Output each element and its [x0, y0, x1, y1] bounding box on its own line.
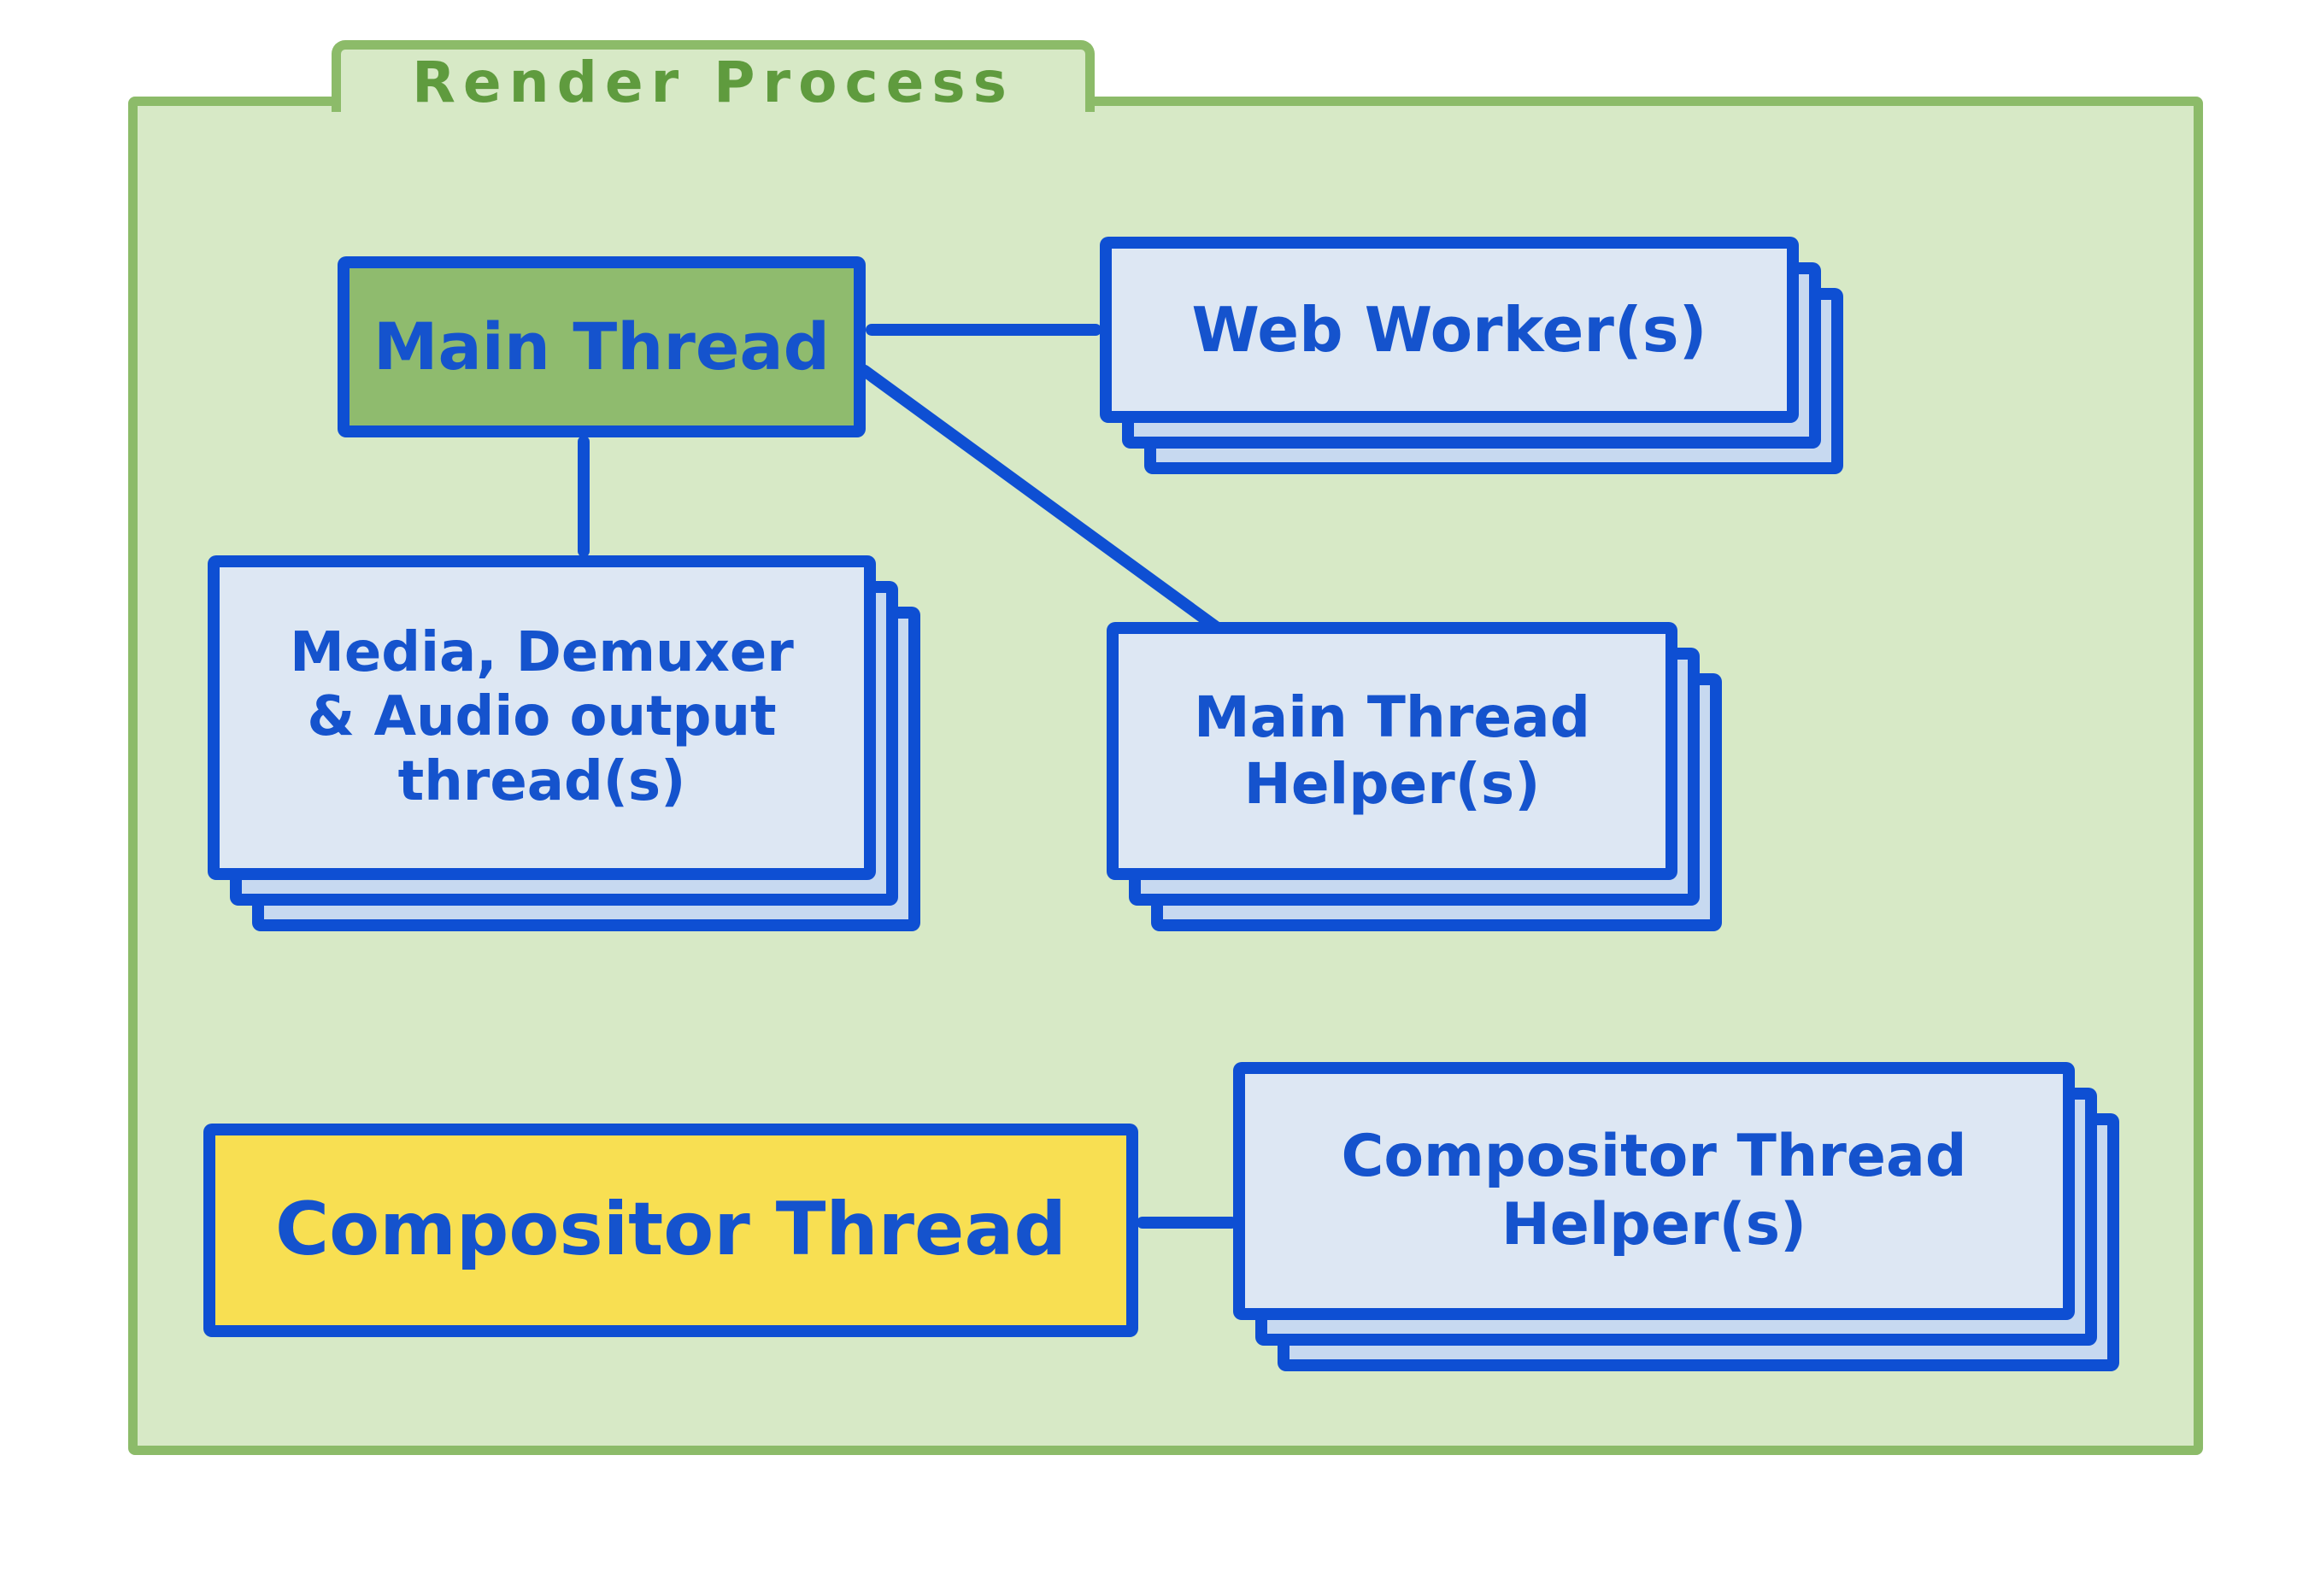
main-thread-helpers-card: Main Thread Helper(s) — [1107, 622, 1677, 880]
web-workers-label: Web Worker(s) — [1191, 293, 1707, 366]
media-threads-card: Media, Demuxer & Audio output thread(s) — [208, 555, 876, 880]
compositor-thread-helpers-label: Compositor Thread Helper(s) — [1341, 1122, 1967, 1259]
main-thread-label: Main Thread — [373, 308, 831, 385]
compositor-thread-helpers-stack: Compositor Thread Helper(s) — [1233, 1062, 2139, 1387]
edge-compositor-thread-helpers — [1137, 1217, 1237, 1229]
main-thread-helpers-stack: Main Thread Helper(s) — [1107, 622, 1739, 947]
main-thread-helpers-label: Main Thread Helper(s) — [1194, 684, 1590, 817]
web-workers-card: Web Worker(s) — [1100, 237, 1799, 423]
media-threads-label: Media, Demuxer & Audio output thread(s) — [290, 620, 794, 813]
main-thread-node: Main Thread — [338, 256, 866, 437]
edge-main-thread-media-threads — [578, 436, 590, 557]
compositor-thread-helpers-card: Compositor Thread Helper(s) — [1233, 1062, 2075, 1320]
folder-tab-seam — [343, 94, 1084, 121]
media-threads-stack: Media, Demuxer & Audio output thread(s) — [208, 555, 934, 940]
diagram-title: Render Process — [412, 49, 1014, 115]
compositor-thread-label: Compositor Thread — [275, 1187, 1066, 1273]
compositor-thread-node: Compositor Thread — [203, 1124, 1138, 1337]
edge-main-thread-web-workers — [866, 324, 1102, 336]
web-workers-stack: Web Worker(s) — [1100, 237, 1852, 484]
